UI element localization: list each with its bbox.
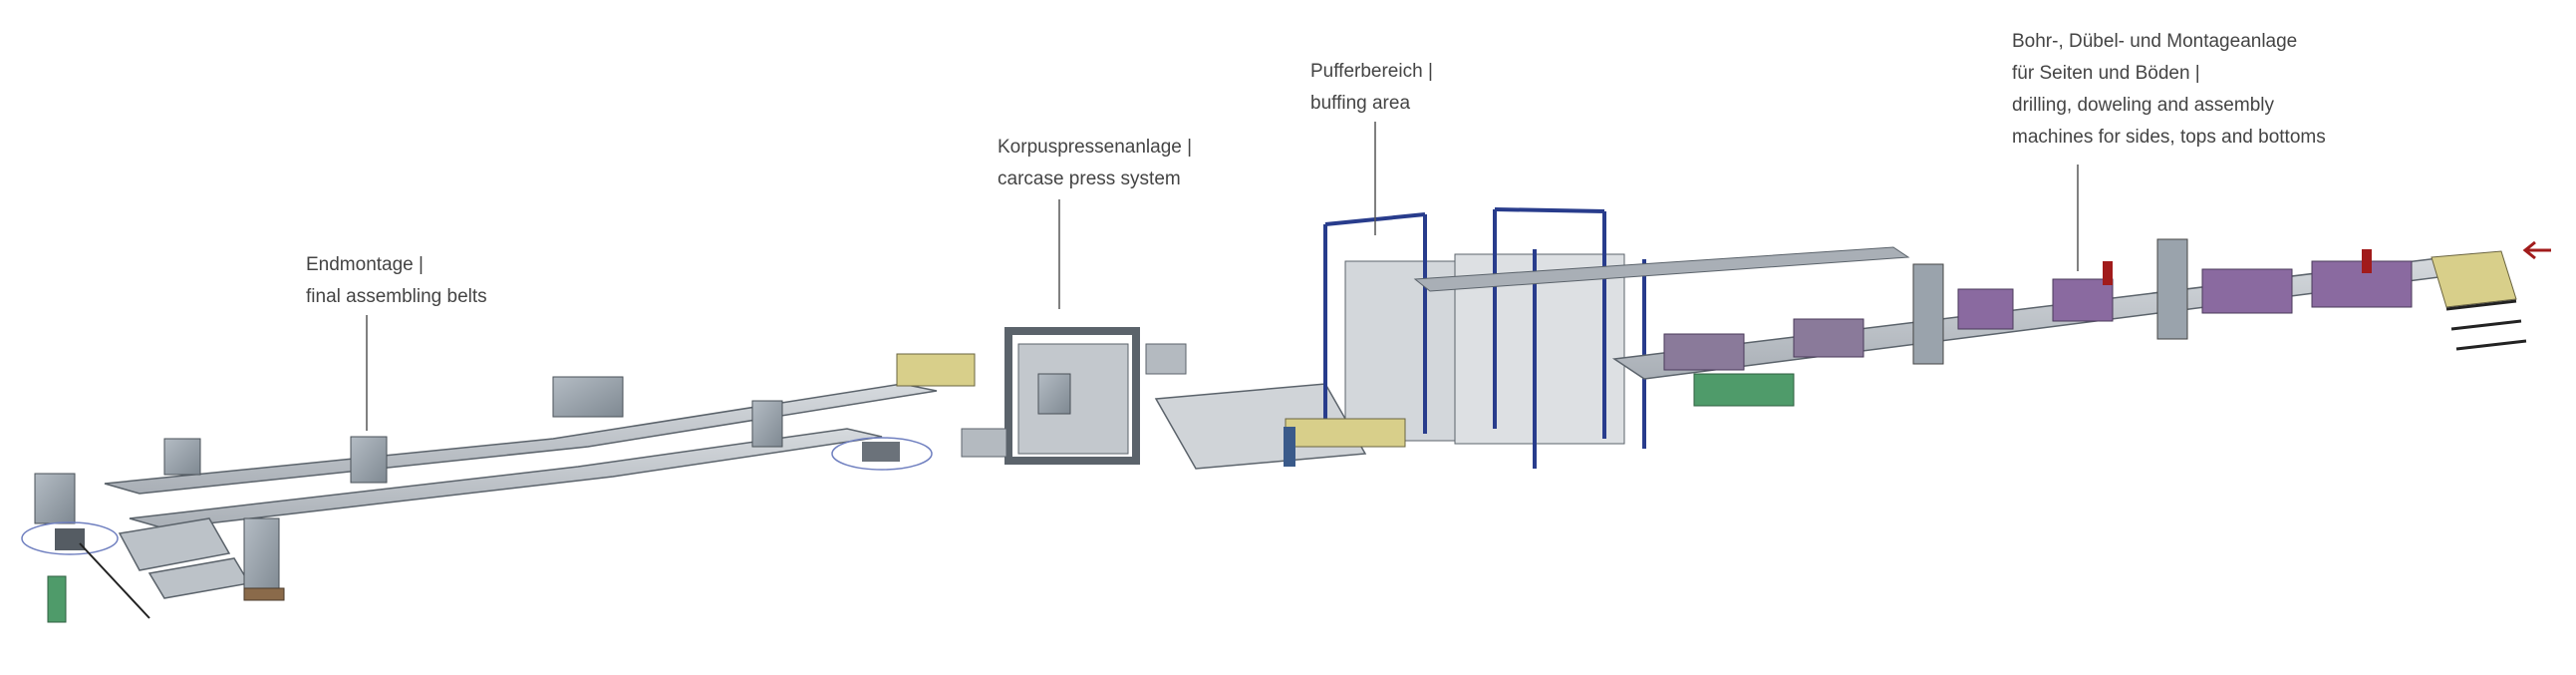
- end-floor-line: [79, 542, 150, 619]
- final-assembly-cabinet: [350, 436, 388, 484]
- drilling-red-marker: [2103, 261, 2113, 285]
- infeed-rack: [2450, 319, 2522, 331]
- end-turntable-base: [55, 528, 85, 550]
- buffer-worker: [1284, 427, 1295, 467]
- infeed-rack: [2445, 299, 2517, 311]
- carcase-press-frame: [1004, 327, 1140, 465]
- drilling-label-en-2: machines for sides, tops and bottoms: [2012, 127, 2326, 148]
- end-stacker-tower: [34, 473, 76, 524]
- final-assembly-belt-upper: [104, 383, 938, 495]
- carcase-press-outfeed: [961, 428, 1007, 458]
- drilling-green-machine: [1693, 373, 1795, 407]
- drilling-label-de-1: Bohr-, Dübel- und Montageanlage: [2012, 31, 2298, 52]
- infeed-rack: [2455, 339, 2527, 351]
- buffer-lower-belt: [1285, 418, 1406, 448]
- drilling-label: Bohr-, Dübel- und Montageanlage für Seit…: [2012, 26, 2326, 154]
- drilling-machine: [2201, 268, 2293, 314]
- middle-turntable-base: [862, 442, 900, 462]
- buffer-label-de: Pufferbereich |: [1310, 61, 1433, 82]
- press-label-en: carcase press system: [998, 169, 1181, 189]
- drilling-label-en-1: drilling, doweling and assembly: [2012, 95, 2274, 116]
- arrow-left-icon: [2522, 240, 2551, 260]
- drilling-machine: [1957, 288, 2014, 330]
- buffer-upper-conveyor: [1413, 246, 1910, 292]
- final-assembly-cabinet: [163, 438, 201, 476]
- final-assembly-section: [21, 353, 976, 623]
- end-green-cabinet: [47, 575, 67, 623]
- carcase-press-infeed: [1145, 343, 1187, 375]
- drilling-label-de-2: für Seiten und Böden |: [2012, 63, 2200, 84]
- buffer-label-en: buffing area: [1310, 93, 1411, 114]
- drilling-machine: [2052, 278, 2114, 322]
- final-assembly-label-en: final assembling belts: [306, 286, 487, 307]
- drilling-stairs: [2156, 238, 2188, 340]
- press-label-de: Korpuspressenanlage |: [998, 137, 1193, 158]
- final-assembly-cabinet: [751, 400, 783, 448]
- buffer-label: Pufferbereich | buffing area: [1310, 56, 1433, 120]
- carcase-press-head: [1037, 373, 1071, 415]
- buffer-area-section: [1154, 207, 1910, 470]
- carcase-press-body: [1017, 343, 1129, 455]
- final-assembly-label-de: Endmontage |: [306, 254, 424, 275]
- buffer-roller-conveyor: [1154, 383, 1367, 470]
- press-label: Korpuspressenanlage | carcase press syst…: [998, 132, 1192, 195]
- drilling-stairs: [1912, 263, 1944, 365]
- buffer-frame-beam: [1494, 207, 1605, 213]
- final-assembly-control-box: [243, 517, 280, 599]
- final-assembly-pallet: [243, 587, 285, 601]
- drilling-red-marker: [2362, 249, 2372, 273]
- final-assembly-cabinet: [552, 376, 624, 418]
- final-assembly-side-belt: [118, 517, 231, 571]
- drilling-machine: [1663, 333, 1745, 371]
- drilling-section: [1611, 238, 2527, 407]
- press-infeed-machine: [896, 353, 976, 387]
- end-turntable: [21, 521, 119, 555]
- drilling-machine: [1793, 318, 1864, 358]
- infeed-table: [2431, 250, 2517, 308]
- final-assembly-label: Endmontage | final assembling belts: [306, 249, 487, 313]
- middle-turntable: [831, 437, 933, 471]
- carcase-press-section: [961, 327, 1187, 465]
